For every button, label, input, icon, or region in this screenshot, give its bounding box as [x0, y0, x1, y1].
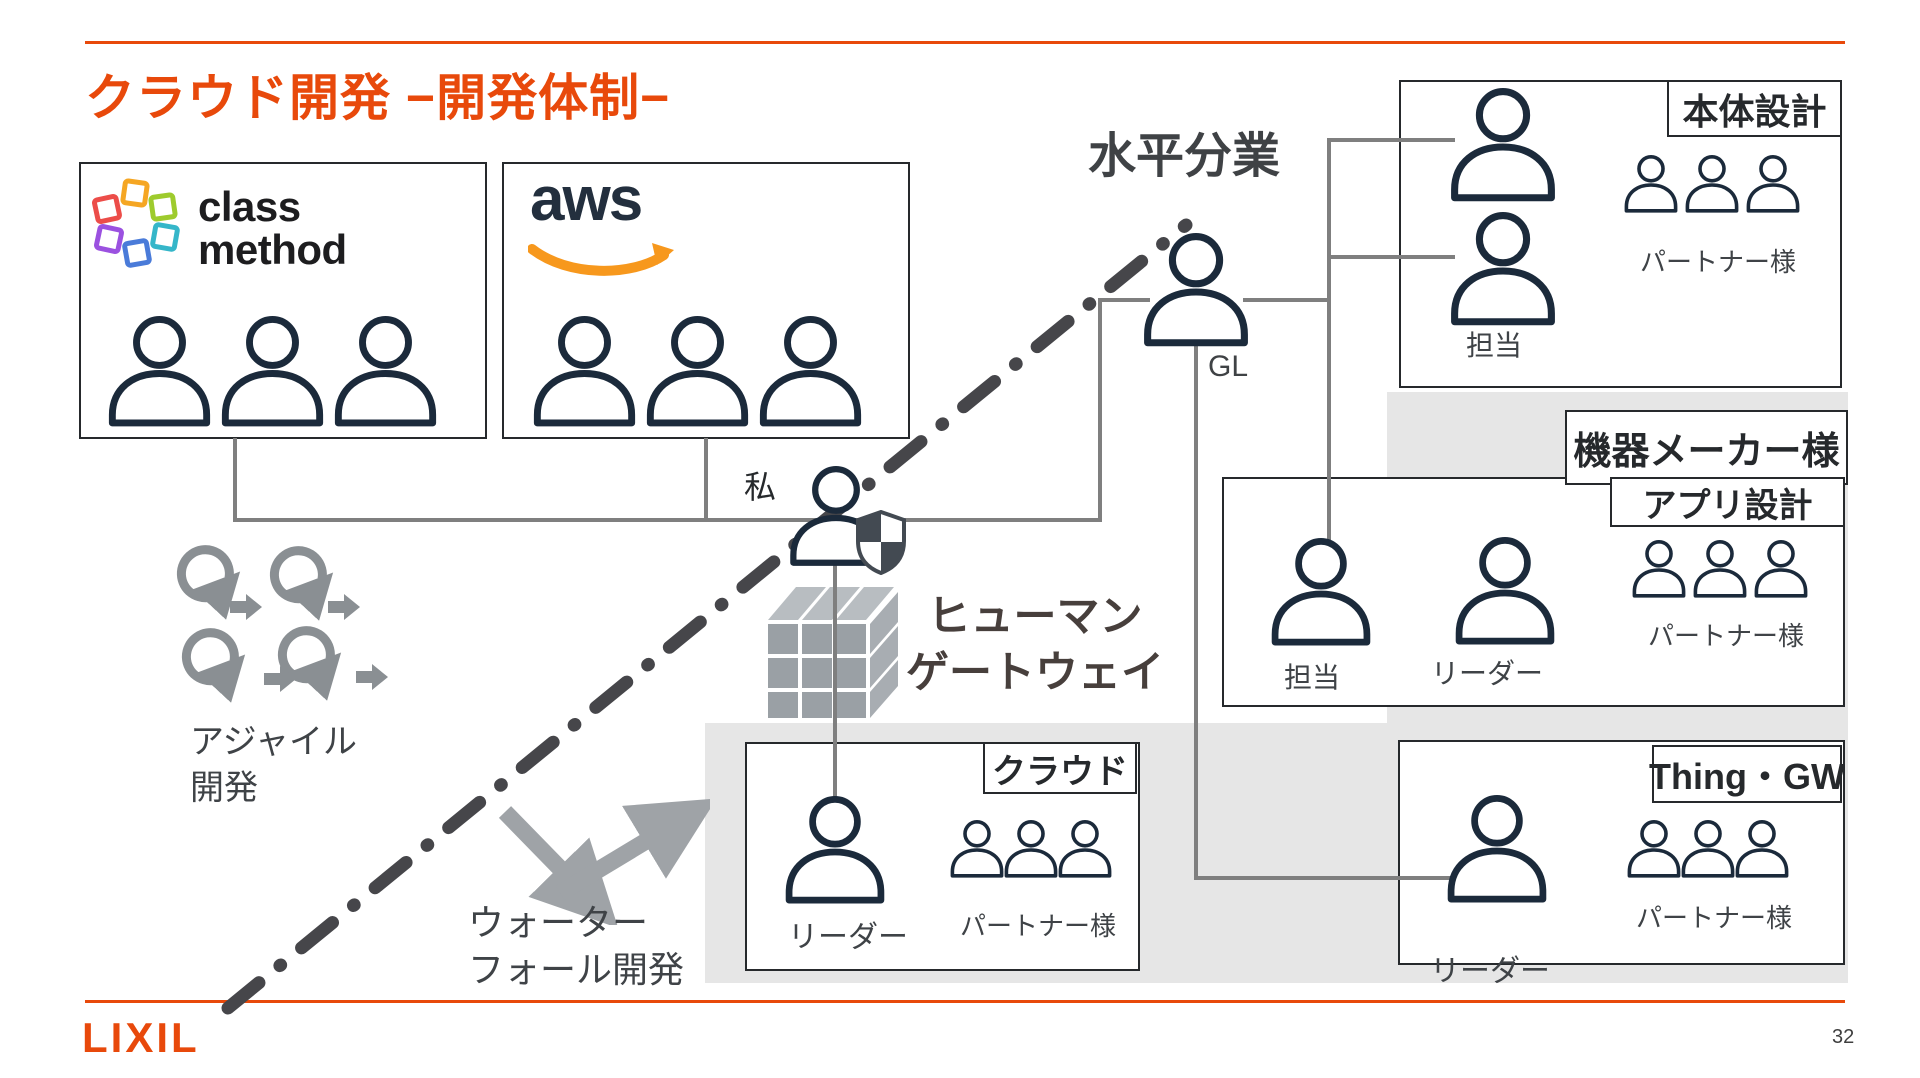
- human-gateway-label: ヒューマン ゲートウェイ: [905, 590, 1165, 702]
- waterfall-label: ウォーター フォール開発: [468, 900, 684, 994]
- connector-line: [1327, 255, 1455, 259]
- person-icon: [1751, 540, 1811, 600]
- appli-leader-label: リーダー: [1431, 658, 1544, 689]
- cloud-tag: クラウド: [983, 742, 1137, 794]
- person-icon: [527, 316, 642, 431]
- person-icon: [1624, 820, 1684, 880]
- classmethod-logo-line1: class: [198, 183, 301, 230]
- connector-line: [704, 438, 708, 522]
- appli-sekkei-title: アプリ設計: [1642, 486, 1813, 525]
- waterfall-line2: フォール開発: [468, 948, 685, 990]
- human-gateway-cube-icon: [768, 587, 898, 718]
- person-icon: [1265, 538, 1377, 650]
- agile-cycle-icons: [176, 545, 388, 703]
- cloud-leader-label: リーダー: [788, 921, 908, 954]
- person-icon: [102, 316, 217, 431]
- page-number: 32: [1832, 1026, 1855, 1048]
- classmethod-logo-text: class method: [198, 183, 347, 273]
- thing-leader-label: リーダー: [1430, 955, 1550, 988]
- classmethod-logo-line2: method: [198, 225, 347, 273]
- hontai-tanto-label: 担当: [1466, 330, 1523, 361]
- connector-line: [1194, 345, 1198, 880]
- cloud-partner-label: パートナー様: [960, 911, 1117, 941]
- person-icon: [1441, 795, 1553, 907]
- page-title: クラウド開発 −開発体制−: [85, 70, 671, 126]
- person-icon: [215, 316, 330, 431]
- appli-sekkei-tag: アプリ設計: [1610, 477, 1845, 527]
- connector-line: [1327, 138, 1331, 545]
- thing-gw-title: Thing・GW: [1649, 756, 1845, 797]
- person-icon: [779, 796, 891, 908]
- appli-partner-label: パートナー様: [1648, 621, 1805, 651]
- person-icon: [1732, 820, 1792, 880]
- connector-line: [1098, 298, 1150, 302]
- aws-smile-icon: [528, 243, 674, 276]
- appli-tanto-label: 担当: [1284, 662, 1341, 693]
- agile-label: アジャイル 開発: [190, 720, 357, 812]
- person-icon: [1001, 820, 1061, 880]
- thing-gw-tag: Thing・GW: [1649, 745, 1845, 803]
- connector-line: [833, 560, 837, 802]
- gl-label: GL: [1208, 350, 1249, 383]
- connector-line: [233, 518, 1102, 522]
- person-icon: [1449, 537, 1561, 649]
- connector-line: [1194, 876, 1455, 880]
- connector-line: [1327, 138, 1455, 142]
- person-icon: [1444, 212, 1562, 330]
- top-rule: [85, 41, 1845, 44]
- bottom-rule: [85, 1000, 1845, 1003]
- person-icon: [1137, 233, 1255, 351]
- agile-line2: 開発: [190, 768, 258, 807]
- person-icon: [753, 316, 868, 431]
- person-icon: [1621, 155, 1681, 215]
- connector-line: [233, 438, 237, 522]
- hontai-partner-label: パートナー様: [1640, 247, 1797, 277]
- person-icon: [1690, 540, 1750, 600]
- classmethod-logo-icon: [92, 178, 180, 268]
- thing-partner-label: パートナー様: [1636, 903, 1793, 933]
- person-icon: [1444, 88, 1562, 206]
- person-icon: [1678, 820, 1738, 880]
- aws-logo-text: aws: [530, 165, 643, 234]
- person-icon: [640, 316, 755, 431]
- person-icon: [947, 820, 1007, 880]
- person-icon: [328, 316, 443, 431]
- human-gateway-line1: ヒューマン: [927, 593, 1143, 641]
- shield-icon: [856, 510, 906, 575]
- cloud-title: クラウド: [992, 752, 1128, 791]
- person-icon: [1682, 155, 1742, 215]
- person-icon: [1055, 820, 1115, 880]
- agile-line1: アジャイル: [190, 723, 357, 761]
- lixil-logo: LIXIL: [82, 1014, 200, 1061]
- me-label: 私: [744, 469, 777, 505]
- human-gateway-line2: ゲートウェイ: [906, 648, 1164, 697]
- kiki-maker-title: 機器メーカー様: [1573, 431, 1840, 473]
- horizontal-division-label: 水平分業: [1088, 130, 1281, 183]
- waterfall-arrow-icon: [498, 798, 710, 925]
- connector-line: [1098, 298, 1102, 522]
- person-icon: [1629, 540, 1689, 600]
- waterfall-line1: ウォーター: [468, 902, 649, 943]
- connector-line: [1243, 298, 1331, 302]
- person-icon: [1743, 155, 1803, 215]
- hontai-sekkei-title: 本体設計: [1682, 90, 1827, 132]
- hontai-sekkei-tag: 本体設計: [1667, 80, 1842, 137]
